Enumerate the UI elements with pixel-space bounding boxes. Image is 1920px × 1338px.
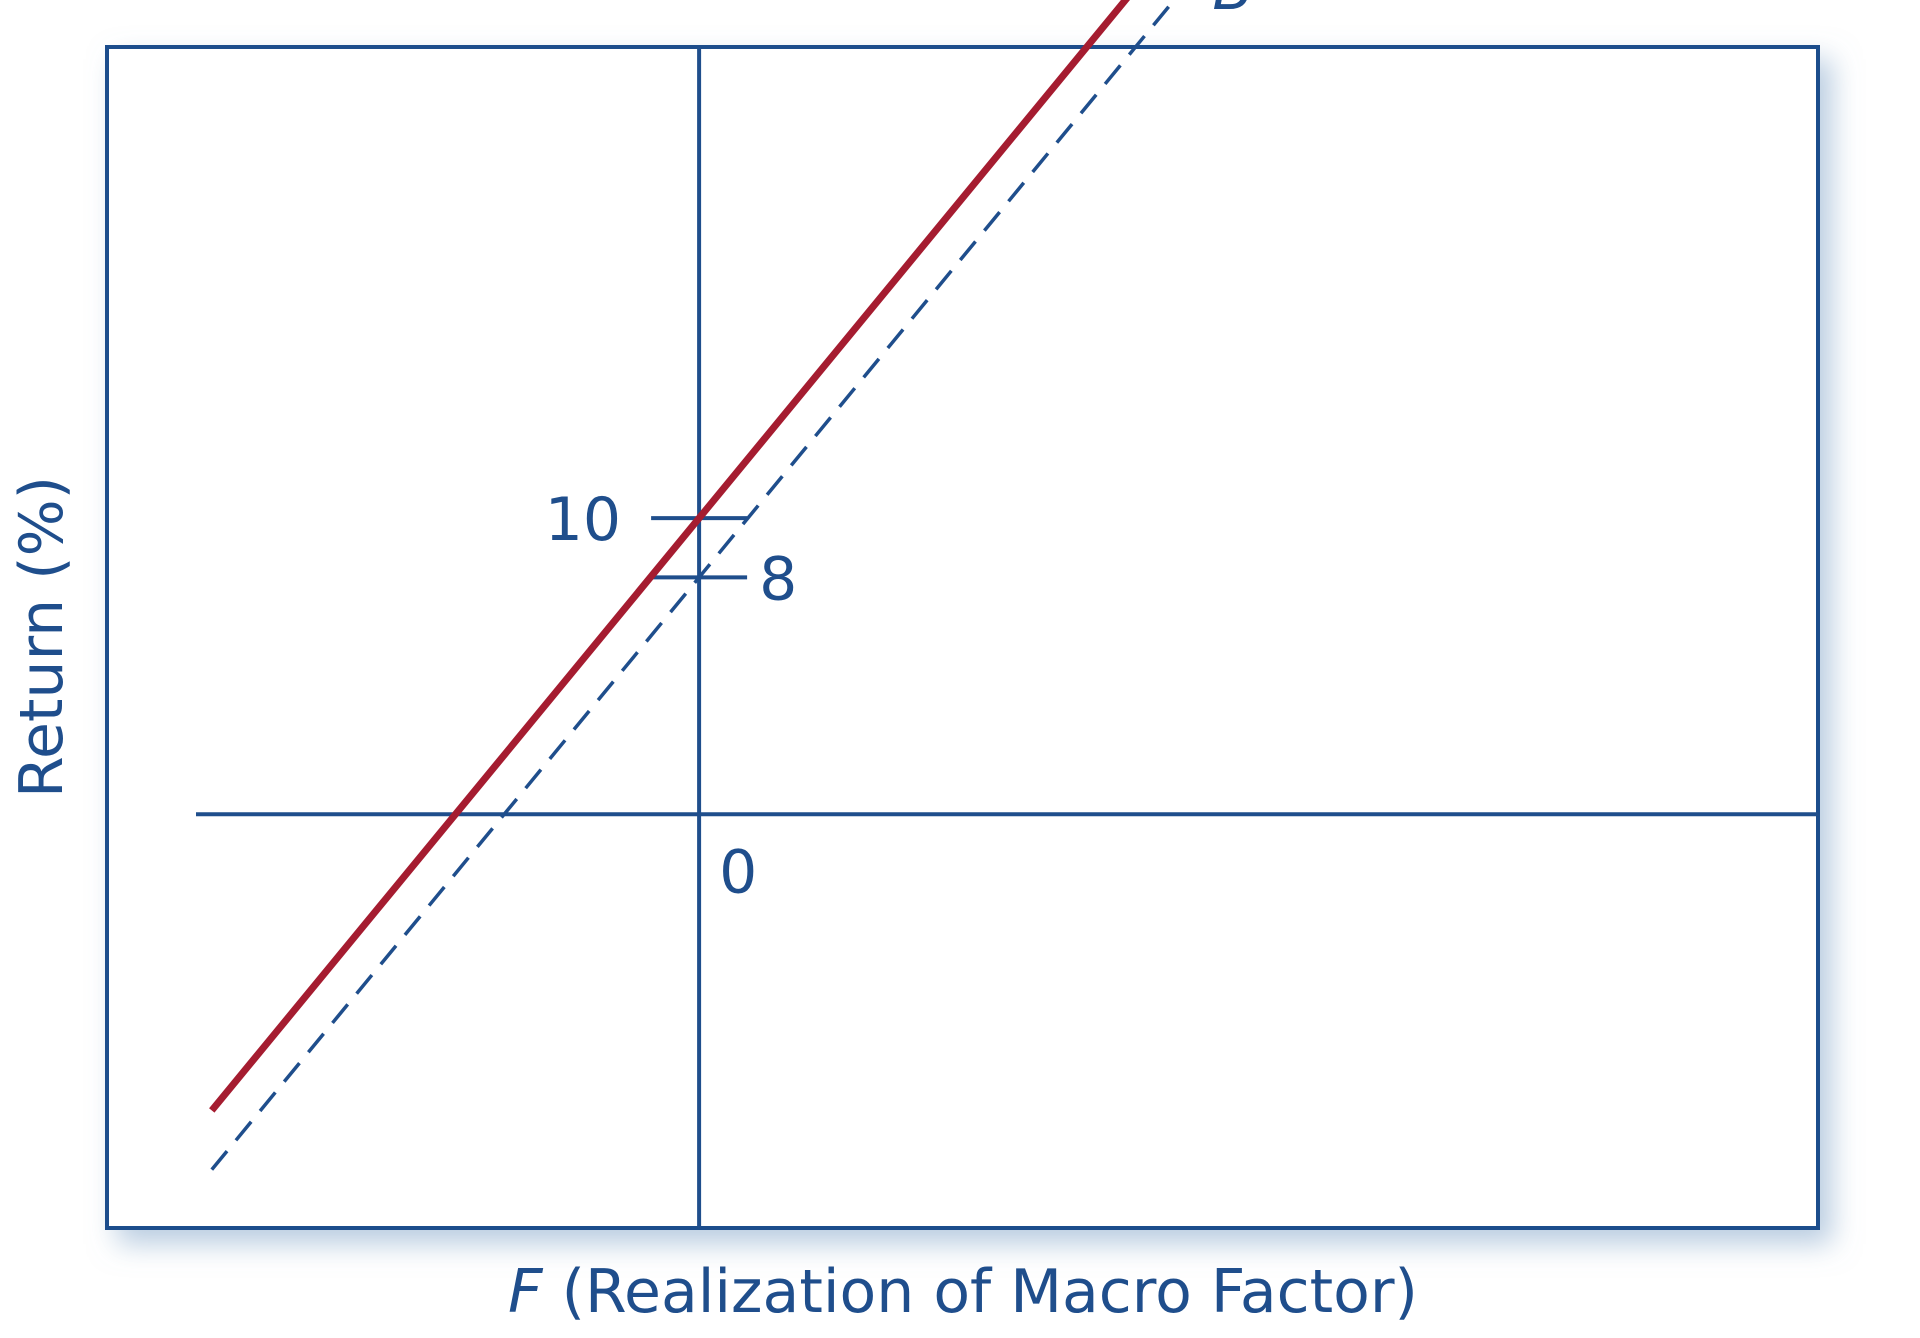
y-axis-label: Return (%) [7,476,77,798]
y-tick-label-10: 10 [545,485,621,555]
origin-label: 0 [719,837,757,907]
x-axis-label-text: (Realization of Macro Factor) [543,1257,1418,1327]
labels-layer: 1080AB [545,0,1254,907]
series-label-b: B [1212,0,1253,24]
series-layer [209,0,1177,1171]
x-axis-label: F (Realization of Macro Factor) [508,1257,1418,1327]
plot-frame [105,45,1820,1230]
y-tick-label-8: 8 [759,544,797,614]
series-line-b [210,0,1177,1171]
x-axis-label-variable: F [508,1257,544,1327]
series-line-a [209,0,1130,1113]
